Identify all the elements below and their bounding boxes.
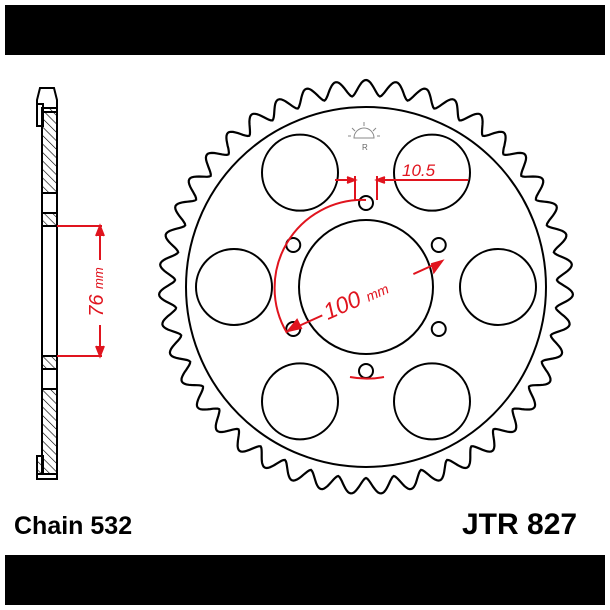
chain-label: Chain 532 — [14, 512, 133, 540]
svg-text:R: R — [362, 143, 368, 152]
center-bore — [298, 219, 434, 355]
sprocket-outline — [157, 78, 575, 495]
offset-dimension — [57, 223, 105, 359]
bolt-hole-label: 10.5 — [402, 161, 436, 180]
lightening-hole — [195, 248, 273, 326]
lightening-hole — [261, 133, 339, 212]
bolt-hole — [430, 321, 447, 337]
pcd-label: 100 mm — [316, 262, 418, 326]
lightening-hole — [261, 362, 339, 441]
bolt-hole — [358, 195, 374, 211]
side-profile — [36, 87, 58, 480]
lightening-hole — [393, 133, 471, 212]
offset-label: 76 mm — [86, 267, 108, 317]
inner-ring — [185, 106, 547, 468]
part-number: JTR 827 — [462, 508, 578, 541]
lightening-hole — [393, 362, 471, 441]
lightening-hole — [459, 248, 537, 326]
logo-icon: R — [348, 122, 380, 152]
bottom-bar — [5, 555, 605, 605]
top-bar — [5, 5, 605, 55]
bolt-hole — [430, 237, 447, 253]
bolt-hole — [358, 363, 374, 379]
